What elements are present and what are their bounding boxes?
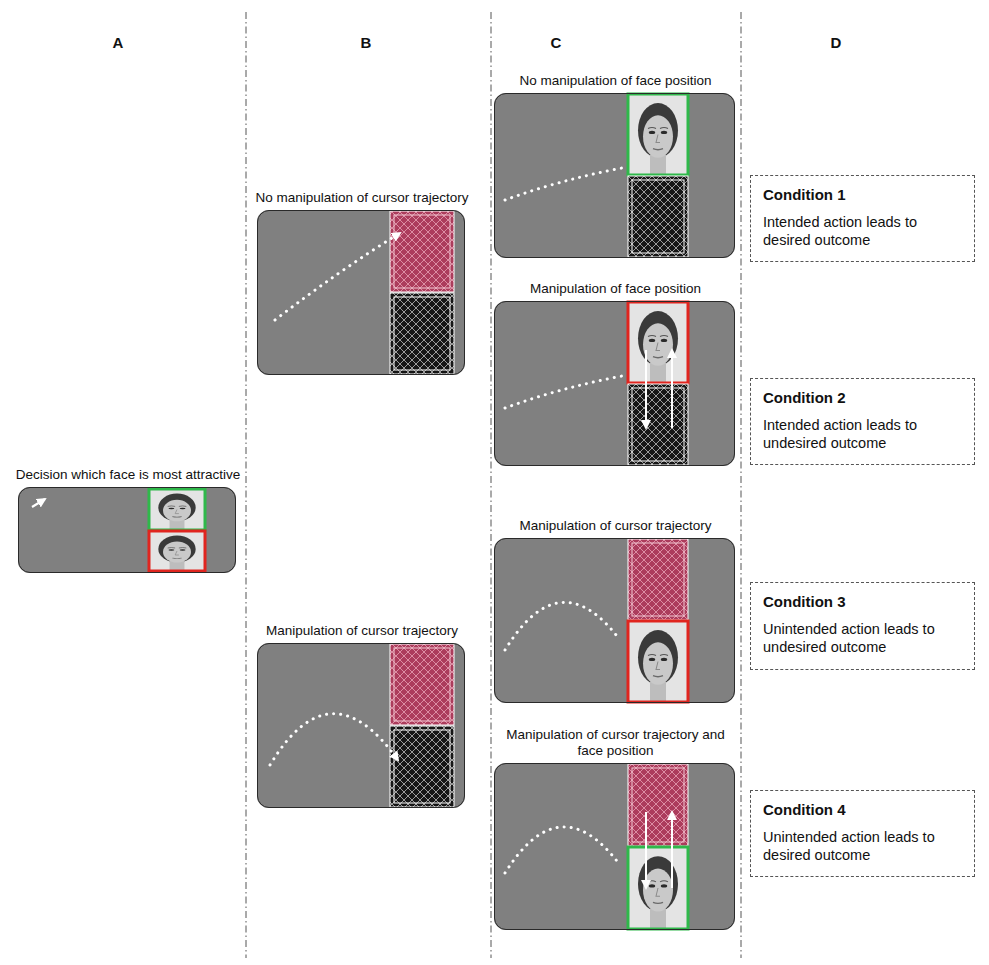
panel-letter: A: [113, 35, 124, 50]
panel-caption: Manipulation of face position: [496, 281, 736, 297]
condition-box: Condition 3 Unintended action leads to un…: [750, 582, 975, 670]
panel-letter: C: [551, 35, 562, 50]
panel-caption: Decision which face is most attractive: [10, 467, 246, 483]
condition-text: Unintended action leads to undesired out…: [763, 620, 962, 656]
screen-panel: Decision which face is most attractive: [18, 487, 236, 573]
panel-caption: No manipulation of cursor trajectory: [255, 190, 470, 206]
condition-text: Intended action leads to desired outcome: [763, 213, 962, 249]
panel-caption: Manipulation of cursor trajectory: [496, 518, 736, 534]
condition-box: Condition 1 Intended action leads to desi…: [750, 175, 975, 262]
screen-panel: Manipulation of cursor trajectory: [257, 643, 465, 808]
screen-panel: No manipulation of face position: [494, 93, 735, 258]
panel-caption: No manipulation of face position: [496, 73, 736, 89]
screen-panel: Manipulation of cursor trajectory and fa…: [494, 763, 735, 930]
condition-title: Condition 4: [763, 801, 962, 819]
screen-panel: No manipulation of cursor trajectory: [257, 210, 465, 375]
condition-title: Condition 1: [763, 186, 962, 204]
condition-title: Condition 2: [763, 389, 962, 407]
condition-box: Condition 2 Intended action leads to unde…: [750, 378, 975, 465]
condition-title: Condition 3: [763, 593, 962, 611]
panel-caption: Manipulation of cursor trajectory and fa…: [496, 727, 736, 759]
screen-panel: Manipulation of face position: [494, 301, 735, 466]
condition-box: Condition 4 Unintended action leads to de…: [750, 790, 975, 877]
condition-text: Intended action leads to undesired outco…: [763, 416, 962, 452]
screen-panel: Manipulation of cursor trajectory: [494, 538, 735, 703]
panel-letter: D: [831, 35, 842, 50]
condition-text: Unintended action leads to desired outco…: [763, 828, 962, 864]
panel-letter: B: [361, 35, 372, 50]
panel-caption: Manipulation of cursor trajectory: [255, 623, 470, 639]
